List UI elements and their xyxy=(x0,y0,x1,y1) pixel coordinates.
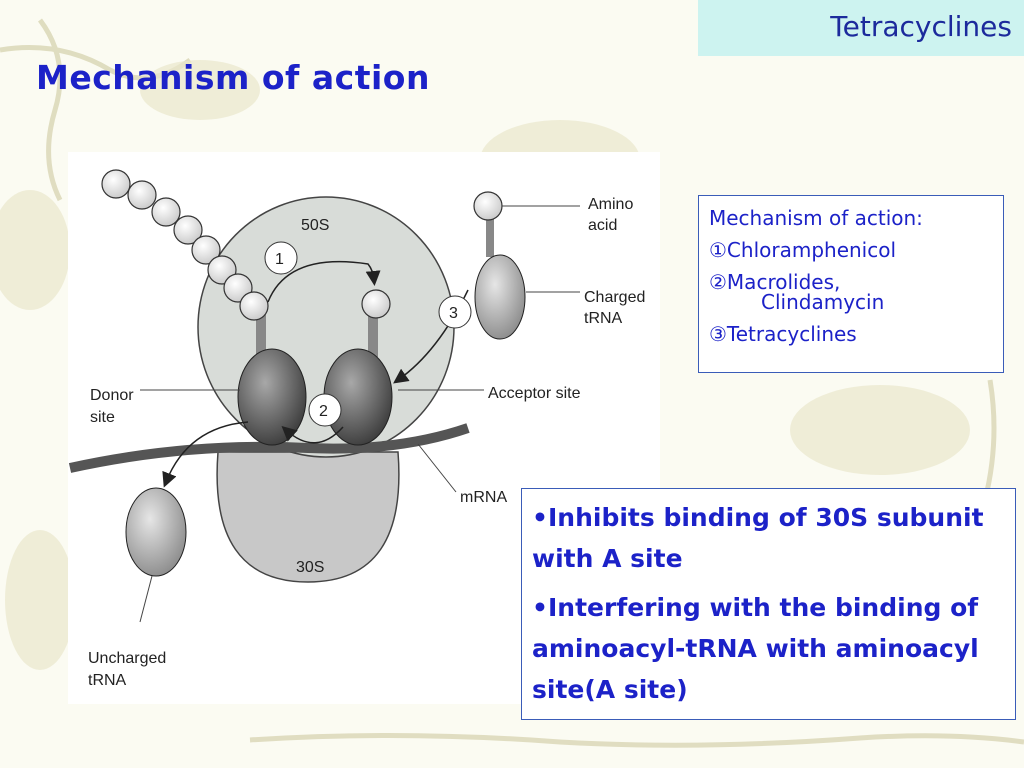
mrna-strand xyxy=(68,423,470,473)
label-mrna: mRNA xyxy=(460,489,507,506)
peptide-chain xyxy=(101,169,503,321)
topic-banner: Tetracyclines xyxy=(698,0,1024,56)
slide-topic: Tetracyclines xyxy=(830,10,1012,43)
label-donor: Donor xyxy=(90,387,134,404)
step-2-marker: 2 xyxy=(308,393,342,427)
mechanism-item-3: ③Tetracyclines xyxy=(709,322,857,346)
svg-text:2: 2 xyxy=(319,403,328,420)
info-point-2: •Interfering with the binding of aminoac… xyxy=(532,593,979,704)
tetracycline-info-box: •Inhibits binding of 30S subunit with A … xyxy=(521,488,1016,720)
info-point-1: •Inhibits binding of 30S subunit with A … xyxy=(532,503,984,573)
label-charged-trna: tRNA xyxy=(584,310,623,327)
subunit-30s xyxy=(216,451,400,583)
mechanism-list-box: Mechanism of action: ①Chloramphenicol ②M… xyxy=(698,195,1004,373)
svg-text:1: 1 xyxy=(275,251,284,268)
label-50s: 50S xyxy=(301,217,329,234)
mechanism-item-1: ①Chloramphenicol xyxy=(709,238,897,262)
uncharged-trna xyxy=(125,487,187,577)
slide-title: Mechanism of action xyxy=(36,58,430,97)
mechanism-item-2: ②Macrolides, xyxy=(709,270,841,294)
step-1-marker: 1 xyxy=(264,241,298,275)
label-30s: 30S xyxy=(296,559,324,576)
mechanism-item-2b: Clindamycin xyxy=(761,290,885,314)
step-3-marker: 3 xyxy=(438,295,472,329)
label-acceptor-site: Acceptor site xyxy=(488,385,581,402)
label-amino: Amino xyxy=(588,196,633,213)
svg-text:3: 3 xyxy=(449,305,458,322)
label-charged: Charged xyxy=(584,289,645,306)
label-donor-site: site xyxy=(90,409,115,426)
ribosome-diagram: 50S 30S xyxy=(68,152,660,704)
label-uncharged-trna: tRNA xyxy=(88,672,127,689)
label-acid: acid xyxy=(588,217,617,234)
label-uncharged: Uncharged xyxy=(88,650,166,667)
mechanism-heading: Mechanism of action: xyxy=(709,206,923,230)
charged-trna xyxy=(474,254,526,340)
donor-trna xyxy=(237,348,307,446)
ribosome-svg: 50S 30S xyxy=(68,169,645,689)
